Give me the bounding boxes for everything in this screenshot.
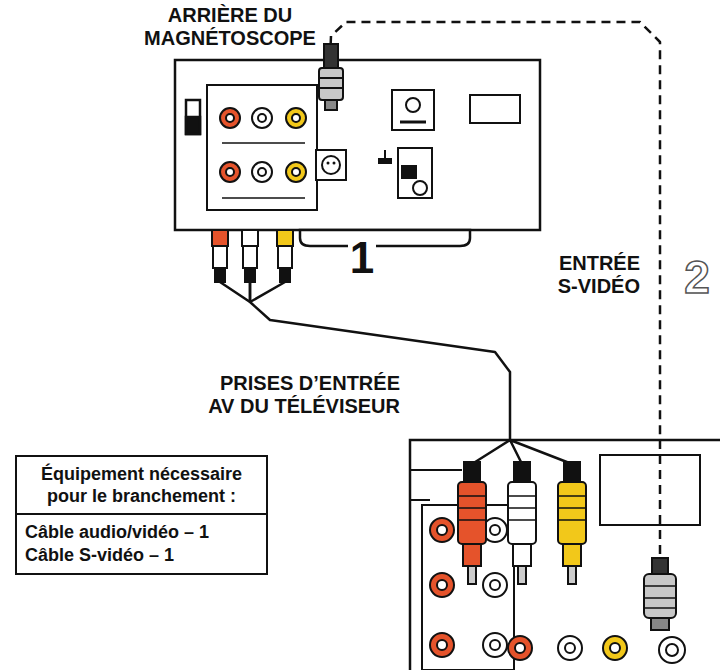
- vcr-panel-marks: [222, 143, 305, 198]
- vcr-svideo-socket: [322, 156, 340, 174]
- equipment-box: Équipement nécessaire pour le branchemen…: [15, 455, 268, 575]
- vcr-lip: [300, 230, 470, 246]
- vcr-antenna-icon: [406, 98, 420, 112]
- vcr-channel-switch: [398, 148, 432, 198]
- tv-housing: [410, 440, 720, 670]
- vcr-svideo-jack: [316, 150, 346, 180]
- equipment-list: Câble audio/vidéo – 1 Câble S-vidéo – 1: [17, 515, 266, 573]
- svideo-plug-tv: [644, 440, 676, 630]
- vcr-jack-panel: [207, 85, 317, 210]
- input-label: ENTRÉE S-VIDÉO: [540, 252, 640, 298]
- tv-panel: [410, 440, 720, 670]
- vcr-switch-knob: [186, 117, 200, 134]
- panel-heading: PRISES D’ENTRÉE AV DU TÉLÉVISEUR: [205, 372, 400, 418]
- callout-number: 1: [348, 236, 376, 280]
- rca-plugs-tv: [458, 440, 586, 584]
- vcr-switch: [186, 100, 200, 134]
- vcr-rf-out: [413, 181, 427, 195]
- vcr-panel: [175, 60, 540, 246]
- vcr-power-socket: [470, 95, 520, 123]
- tv-panel-node: PRISES D’ENTRÉE AV DU TÉLÉVISEUR: [410, 440, 720, 670]
- vcr-jacks: [220, 108, 306, 182]
- vcr-housing: [175, 60, 540, 230]
- vcr-ground-symbol: [378, 158, 392, 164]
- svideo-plug-vcr: [319, 44, 343, 110]
- vcr-panel-node: ARRIÈRE DU MAGNÉTOSCOPE: [175, 60, 540, 230]
- vcr-antenna-icon: [400, 121, 426, 124]
- rca-plugs-vcr: [212, 230, 293, 302]
- equipment-heading: Équipement nécessaire pour le branchemen…: [17, 457, 266, 515]
- tv-panel-section: [600, 455, 700, 525]
- panel-heading: ARRIÈRE DU MAGNÉTOSCOPE: [140, 4, 320, 50]
- vcr-antenna-box: [392, 90, 434, 130]
- callout-number: 2: [682, 254, 712, 300]
